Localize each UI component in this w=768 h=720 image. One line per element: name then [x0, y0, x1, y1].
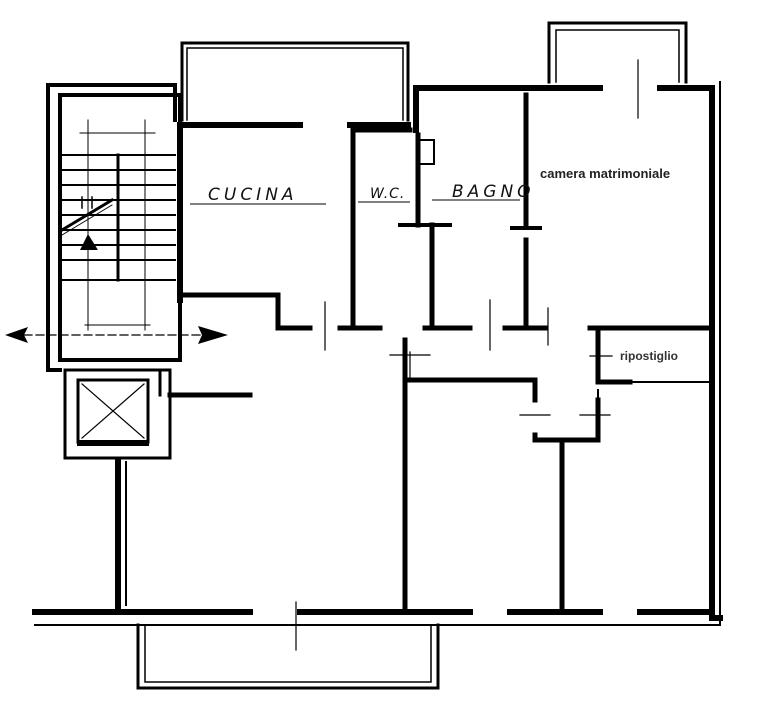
balcony-top-left: [180, 41, 410, 122]
arrow-right-icon: [198, 326, 228, 344]
staircase: [46, 83, 182, 372]
elevator: [63, 368, 253, 460]
outer-wall-line: [34, 81, 721, 626]
door-marks: [295, 59, 639, 651]
arrow-left-icon: [5, 327, 28, 343]
balcony-top-right: [547, 21, 688, 84]
svg-text:CUCINA: CUCINA: [208, 185, 298, 205]
room-label-wc: W.C.: [358, 186, 410, 203]
svg-text:BAGNO: BAGNO: [452, 182, 535, 202]
svg-text:W.C.: W.C.: [370, 186, 405, 202]
interior-walls: [182, 92, 715, 615]
staircase-direction-arrow-icon: [80, 234, 98, 250]
room-label-camera-matrimoniale: camera matrimoniale: [540, 166, 670, 181]
room-label-cucina: CUCINA: [190, 185, 326, 205]
balcony-bottom: [136, 623, 440, 690]
room-label-ripostiglio: ripostiglio: [620, 349, 678, 363]
room-label-bagno: BAGNO: [432, 182, 535, 202]
